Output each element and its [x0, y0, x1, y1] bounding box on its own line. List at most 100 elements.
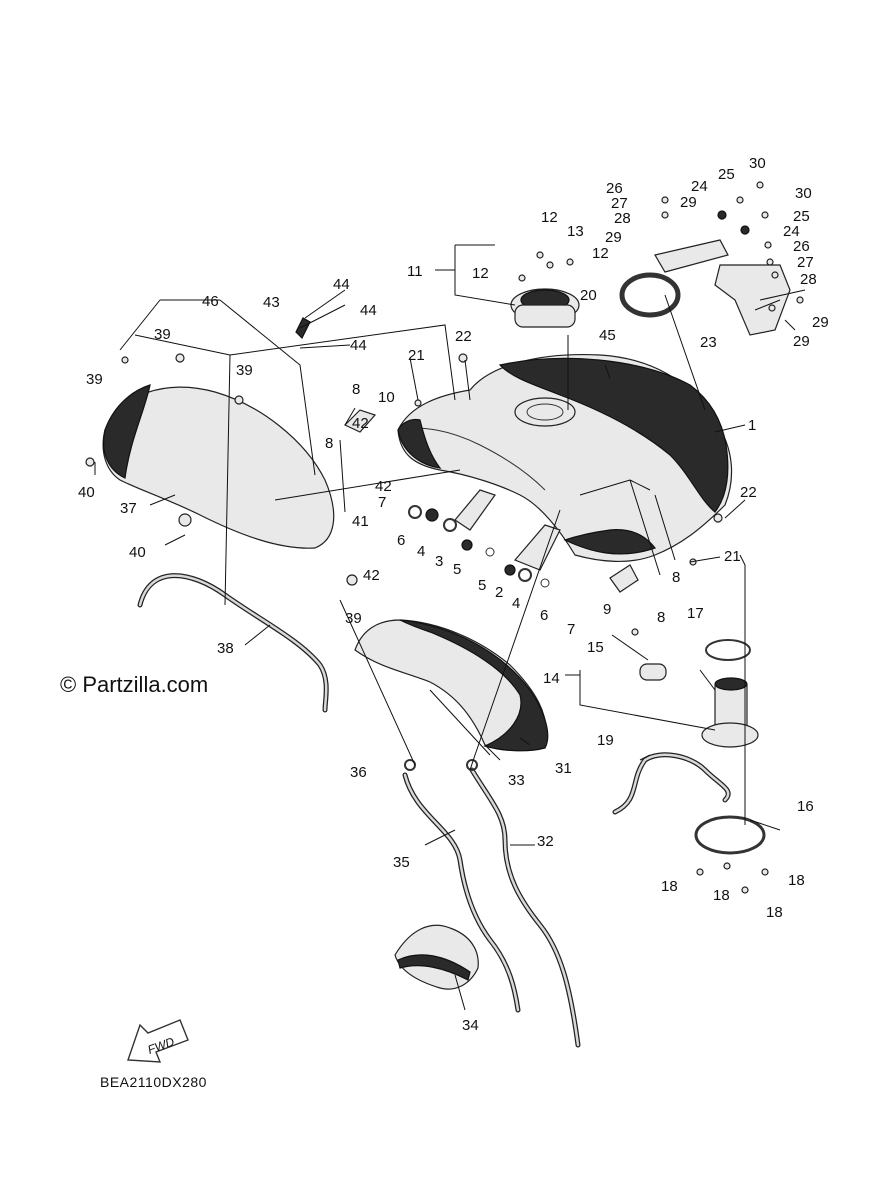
callout-8: 8: [672, 569, 680, 586]
callout-42: 42: [375, 478, 392, 495]
callout-44: 44: [333, 276, 350, 293]
callout-42: 42: [363, 567, 380, 584]
callout-16: 16: [797, 798, 814, 815]
callout-10: 10: [378, 389, 395, 406]
callout-28: 28: [614, 210, 631, 227]
callout-43: 43: [263, 294, 280, 311]
callout-12: 12: [592, 245, 609, 262]
callout-8: 8: [657, 609, 665, 626]
callout-21: 21: [724, 548, 741, 565]
callout-24: 24: [691, 178, 708, 195]
bolt: [414, 399, 422, 407]
callout-29: 29: [605, 229, 622, 246]
callout-40: 40: [78, 484, 95, 501]
callout-38: 38: [217, 640, 234, 657]
callout-17: 17: [687, 605, 704, 622]
bracket-9: [609, 564, 639, 593]
callout-33: 33: [508, 772, 525, 789]
fuel-pump-hose-inner: [613, 753, 730, 814]
washer: [504, 564, 516, 576]
callout-34: 34: [462, 1017, 479, 1034]
callout-27: 27: [611, 195, 628, 212]
tank-front-cover-dark: [399, 619, 549, 752]
washer: [461, 539, 473, 551]
pump-gasket: [705, 639, 751, 661]
callout-11: 11: [407, 263, 423, 280]
callout-5: 5: [478, 577, 486, 594]
filler-cap-body: [514, 304, 576, 328]
callout-21: 21: [408, 347, 425, 364]
heat-shield-band: [397, 954, 471, 981]
washer: [661, 211, 669, 219]
washer: [443, 518, 457, 532]
pump-retainer-ring: [694, 815, 766, 855]
callout-4: 4: [417, 543, 425, 560]
damper-10: [343, 409, 377, 433]
washer: [766, 258, 774, 266]
leader-lines: [94, 244, 806, 1011]
callout-37: 37: [120, 500, 137, 517]
hose-32: [469, 767, 581, 1048]
diagram-code: BEA2110DX280: [100, 1074, 207, 1090]
callout-20: 20: [580, 287, 597, 304]
callout-25: 25: [718, 166, 735, 183]
bolt: [768, 304, 776, 312]
callout-27: 27: [797, 254, 814, 271]
callout-30: 30: [749, 155, 766, 172]
side-cover-left-dark: [103, 384, 151, 479]
fuel-tank-lower-shade: [563, 529, 656, 555]
clip-43: [295, 317, 311, 340]
callout-24: 24: [783, 223, 800, 240]
grommet: [175, 353, 185, 363]
bolt: [631, 628, 639, 636]
washer: [425, 508, 439, 522]
washer: [771, 271, 779, 279]
callout-2: 2: [495, 584, 503, 601]
hose-35-inner: [403, 773, 520, 1012]
callout-31: 31: [555, 760, 572, 777]
callout-23: 23: [700, 334, 717, 351]
callout-28: 28: [800, 271, 817, 288]
nut: [740, 225, 750, 235]
bolt: [518, 274, 526, 282]
screw: [741, 886, 749, 894]
washer: [764, 241, 772, 249]
bolt: [796, 296, 804, 304]
callout-6: 6: [540, 607, 548, 624]
callout-29: 29: [680, 194, 697, 211]
callout-18: 18: [713, 887, 730, 904]
callout-42: 42: [352, 415, 369, 432]
callout-8: 8: [325, 435, 333, 452]
screw: [696, 868, 704, 876]
washer: [540, 578, 550, 588]
screw: [756, 181, 764, 189]
callout-7: 7: [567, 621, 575, 638]
callout-35: 35: [393, 854, 410, 871]
bolt: [713, 513, 723, 523]
screw: [761, 211, 769, 219]
screw: [761, 868, 769, 876]
bolt: [536, 251, 544, 259]
screw: [723, 862, 731, 870]
grommet: [178, 513, 192, 527]
fuel-filter: [639, 663, 667, 681]
washer: [485, 547, 495, 557]
callout-18: 18: [661, 878, 678, 895]
tank-bracket-arm: [654, 239, 729, 273]
washer: [518, 568, 532, 582]
grommet: [234, 395, 244, 405]
callout-44: 44: [360, 302, 377, 319]
callout-30: 30: [795, 185, 812, 202]
grommet: [85, 457, 95, 467]
callout-44: 44: [350, 337, 367, 354]
fuel-pump-top: [714, 677, 748, 691]
callout-39: 39: [86, 371, 103, 388]
fasteners: [85, 181, 804, 894]
fuel-tank-front-dark: [397, 418, 442, 469]
callout-40: 40: [129, 544, 146, 561]
washer: [408, 505, 422, 519]
callout-29: 29: [793, 333, 810, 350]
fuel-tank-shade: [498, 357, 729, 513]
callout-39: 39: [154, 326, 171, 343]
